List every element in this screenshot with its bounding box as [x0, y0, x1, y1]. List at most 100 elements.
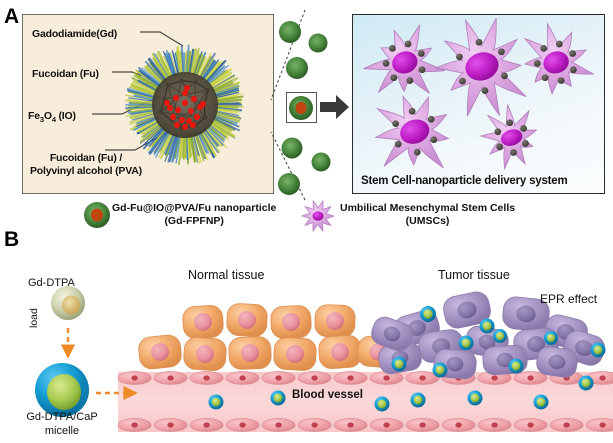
- endothelium-top-row: [118, 372, 613, 385]
- endothelial-cell: [334, 372, 367, 385]
- endothelial-cell: [550, 419, 583, 432]
- micelle-particle: [420, 306, 436, 322]
- stem-cell: [525, 24, 594, 94]
- internalized-nanoparticle: [570, 66, 577, 73]
- endothelial-cell: [262, 372, 295, 385]
- internalized-nanoparticle: [494, 128, 501, 135]
- internalized-nanoparticle: [418, 50, 425, 57]
- panel-b-letter: B: [4, 229, 19, 250]
- gd-dtpa-cap-micelle: [35, 363, 89, 417]
- internalized-nanoparticle: [414, 149, 421, 156]
- label-fucoidan: Fucoidan (Fu): [32, 68, 99, 80]
- endothelial-cell: [118, 419, 151, 432]
- internalized-nanoparticle: [383, 60, 390, 67]
- micelle-particle: [433, 363, 448, 378]
- stem-cell-delivery-box: Stem Cell-nanoparticle delivery system: [352, 14, 605, 194]
- label-epr-effect: EPR effect: [540, 292, 597, 306]
- endothelium-bottom-row: [118, 419, 613, 432]
- internalized-nanoparticle: [522, 140, 529, 147]
- micelle-particle: [468, 391, 483, 406]
- internalized-nanoparticle: [428, 116, 435, 123]
- normal-tissue-cell: [228, 336, 271, 369]
- micelle-particle: [544, 331, 558, 345]
- label-micelle-line1: Gd-DTPA/CaP: [26, 411, 97, 423]
- internalized-nanoparticle: [558, 77, 565, 84]
- internalized-nanoparticle: [482, 87, 489, 94]
- free-nanoparticle: [312, 153, 331, 172]
- internalized-nanoparticle: [407, 77, 414, 84]
- endothelial-cell: [226, 372, 259, 385]
- free-nanoparticle: [278, 173, 300, 195]
- internalized-nanoparticle: [501, 73, 508, 80]
- endothelial-cell: [586, 419, 613, 432]
- endothelial-cell: [334, 419, 367, 432]
- micelle-particle: [375, 397, 390, 412]
- endothelial-cell: [298, 372, 331, 385]
- internalized-nanoparticle: [540, 45, 547, 52]
- normal-tissue-cell: [182, 305, 224, 340]
- micelle-particle: [493, 329, 507, 343]
- stem-cell: [376, 96, 449, 168]
- endothelial-cell: [298, 419, 331, 432]
- label-pva-line1: Fucoidan (Fu) /: [50, 152, 122, 164]
- micelle-particle: [411, 393, 426, 408]
- internalized-nanoparticle: [405, 41, 412, 48]
- normal-tissue-cell: [183, 337, 227, 372]
- free-nanoparticle: [309, 34, 328, 53]
- panel-a-letter: A: [4, 6, 19, 27]
- endothelial-cell: [478, 419, 511, 432]
- micelle-particle: [591, 343, 606, 358]
- selection-box: [286, 92, 317, 123]
- normal-tissue-cell: [314, 304, 355, 337]
- label-blood-vessel: Blood vessel: [292, 389, 363, 401]
- internalized-nanoparticle: [510, 149, 517, 156]
- internalized-nanoparticle: [409, 108, 416, 115]
- micelle-particle: [459, 336, 474, 351]
- endothelial-cell: [370, 419, 403, 432]
- free-nanoparticle: [286, 57, 308, 79]
- micelle-particle: [392, 357, 407, 372]
- internalized-nanoparticle: [390, 74, 397, 81]
- label-gd-dtpa: Gd-DTPA: [28, 277, 75, 289]
- endothelial-cell: [154, 419, 187, 432]
- normal-tissue-cell: [226, 303, 268, 337]
- free-nanoparticle: [282, 138, 303, 159]
- micelle-particle: [271, 391, 286, 406]
- label-iron-oxide: Fe3O4 (IO): [28, 110, 76, 124]
- endothelial-cell: [262, 419, 295, 432]
- label-load: load: [28, 308, 40, 328]
- internalized-nanoparticle: [419, 66, 426, 73]
- internalized-nanoparticle: [556, 41, 563, 48]
- legend-np-line1: Gd-Fu@IO@PVA/Fu nanoparticle: [112, 202, 276, 215]
- internalized-nanoparticle: [459, 78, 466, 85]
- internalized-nanoparticle: [542, 74, 549, 81]
- internalized-nanoparticle: [430, 136, 437, 143]
- endothelial-cell: [190, 372, 223, 385]
- stem-cells-illustration: [353, 15, 604, 193]
- internalized-nanoparticle: [389, 45, 396, 52]
- stem-cell: [481, 105, 537, 169]
- internalized-nanoparticle: [496, 143, 503, 150]
- internalized-nanoparticle: [392, 120, 399, 127]
- main-nanoparticle-illustration: [123, 43, 247, 167]
- micelle-particle: [579, 376, 594, 391]
- endothelial-cell: [442, 419, 475, 432]
- legend-stem-cell-text: Umbilical Mesenchymal Stem Cells (UMSCs): [340, 202, 515, 228]
- label-micelle: Gd-DTPA/CaP micelle: [14, 410, 110, 438]
- endothelial-cell: [406, 419, 439, 432]
- free-nanoparticle: [279, 21, 301, 43]
- endothelial-cell: [118, 372, 151, 385]
- normal-tissue-cell: [137, 334, 182, 370]
- micelle-particle: [534, 395, 549, 410]
- micelle-particle: [480, 319, 495, 334]
- internalized-nanoparticle: [520, 125, 527, 132]
- internalized-nanoparticle: [476, 39, 483, 46]
- stem-cell-box-title: Stem Cell-nanoparticle delivery system: [361, 175, 568, 187]
- legend-cell-line1: Umbilical Mesenchymal Stem Cells: [340, 202, 515, 215]
- internalized-nanoparticle: [456, 54, 463, 61]
- stem-cell: [363, 25, 445, 93]
- label-micelle-line2: micelle: [14, 424, 110, 438]
- micelle-particle: [509, 359, 524, 374]
- normal-tissue-cells: [137, 303, 399, 371]
- gd-dtpa-sphere: [51, 286, 85, 320]
